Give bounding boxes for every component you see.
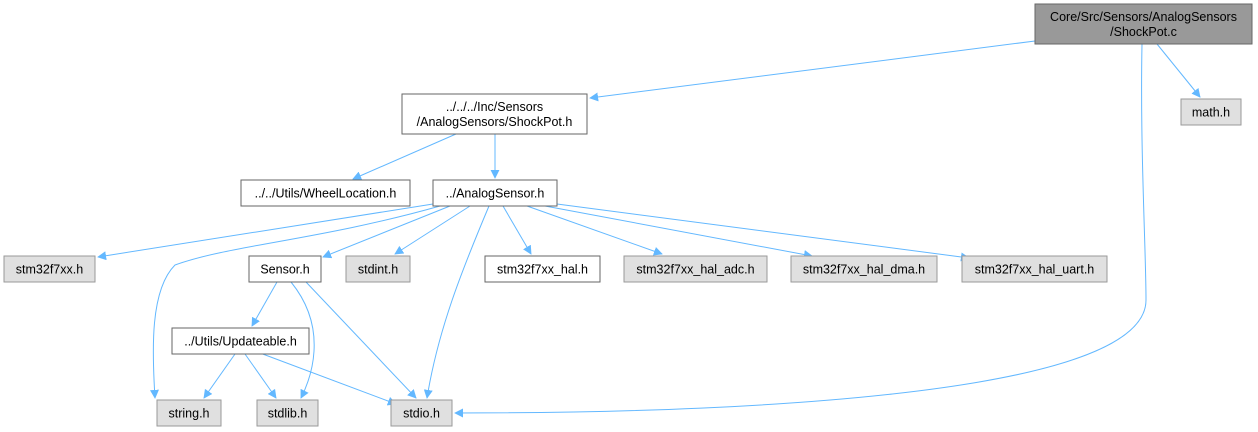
node-shockpot-c[interactable]: Core/Src/Sensors/AnalogSensors/ShockPot.…: [1034, 3, 1253, 45]
node-box: [3, 255, 96, 283]
node-box: [1034, 3, 1253, 45]
edge-analogsensor_h-to-stm32f7xx_hal_adc_h: [526, 205, 663, 256]
node-label: stm32f7xx_hal.h: [497, 263, 588, 277]
node-box: [240, 179, 411, 207]
node-label: stdio.h: [403, 407, 440, 421]
edge-updateable_h-to-stdio_h: [259, 352, 397, 406]
node-stm32f7xx-h: stm32f7xx.h: [3, 255, 96, 283]
node-stdint-h: stdint.h: [345, 255, 411, 283]
node-label: stm32f7xx_hal_uart.h: [975, 263, 1095, 277]
node-box: [1180, 98, 1242, 126]
node-box: [790, 255, 938, 283]
node-box: [345, 255, 411, 283]
node-box: [256, 399, 319, 427]
node-label: ../Utils/Updateable.h: [184, 335, 297, 349]
node-label: math.h: [1192, 106, 1230, 120]
node-box: [248, 255, 322, 283]
node-label: Sensor.h: [260, 263, 309, 277]
node-wheellocation-h[interactable]: ../../Utils/WheelLocation.h: [240, 179, 411, 207]
edge-analogsensor_h-to-stm32f7xx_h: [97, 203, 434, 261]
edge-analogsensor_h-to-sensor_h: [322, 205, 451, 259]
node-box: [171, 327, 310, 355]
node-label: /AnalogSensors/ShockPot.h: [417, 115, 573, 129]
node-box: [623, 255, 768, 283]
edge-analogsensor_h-to-stm32f7xx_hal_uart_h: [556, 203, 970, 262]
edge-shockpot_c-to-shockpot_h: [589, 40, 1036, 102]
node-box: [401, 93, 588, 135]
node-updateable-h[interactable]: ../Utils/Updateable.h: [171, 327, 310, 355]
node-label: /ShockPot.c: [1110, 25, 1177, 39]
node-stm32f7xx-hal-adc-h: stm32f7xx_hal_adc.h: [623, 255, 768, 283]
node-stm32f7xx-hal-uart-h: stm32f7xx_hal_uart.h: [961, 255, 1108, 283]
node-box: [390, 399, 453, 427]
edge-analogsensor_h-to-stdio_h: [423, 205, 490, 399]
nodes-layer: Core/Src/Sensors/AnalogSensors/ShockPot.…: [3, 3, 1253, 427]
edge-updateable_h-to-string_h: [203, 353, 236, 399]
edge-sensor_h-to-updateable_h: [251, 281, 278, 327]
node-box: [432, 179, 558, 207]
edges-layer: [97, 40, 1201, 418]
node-stdlib-h: stdlib.h: [256, 399, 319, 427]
node-stm32f7xx-hal-h[interactable]: stm32f7xx_hal.h: [484, 255, 601, 283]
edge-analogsensor_h-to-stdint_h: [394, 205, 471, 255]
edge-analogsensor_h-to-string_h: [150, 205, 441, 399]
node-stm32f7xx-hal-dma-h: stm32f7xx_hal_dma.h: [790, 255, 938, 283]
edge-shockpot_h-to-wheellocation_h: [352, 133, 457, 180]
node-analogsensor-h[interactable]: ../AnalogSensor.h: [432, 179, 558, 207]
edge-analogsensor_h-to-stm32f7xx_hal_dma_h: [544, 205, 813, 259]
edge-sensor_h-to-stdlib_h: [290, 281, 315, 399]
node-stdio-h: stdio.h: [390, 399, 453, 427]
node-label: stdint.h: [358, 263, 398, 277]
node-label: ../../../Inc/Sensors: [446, 100, 543, 114]
node-label: stm32f7xx_hal_dma.h: [803, 263, 925, 277]
node-shockpot-h[interactable]: ../../../Inc/Sensors/AnalogSensors/Shock…: [401, 93, 588, 135]
node-label: stdlib.h: [268, 407, 308, 421]
edge-shockpot_c-to-math_h: [1156, 43, 1201, 98]
node-label: stm32f7xx_hal_adc.h: [636, 263, 754, 277]
node-math-h: math.h: [1180, 98, 1242, 126]
node-string-h: string.h: [156, 399, 222, 427]
node-label: string.h: [169, 407, 210, 421]
node-sensor-h[interactable]: Sensor.h: [248, 255, 322, 283]
node-box: [484, 255, 601, 283]
node-label: Core/Src/Sensors/AnalogSensors: [1050, 10, 1237, 24]
edge-analogsensor_h-to-stm32f7xx_hal_h: [502, 205, 532, 255]
node-box: [961, 255, 1108, 283]
edge-sensor_h-to-stdio_h: [305, 281, 417, 399]
node-label: ../AnalogSensor.h: [446, 187, 545, 201]
edge-shockpot_c-to-stdio_h: [454, 43, 1147, 418]
node-box: [156, 399, 222, 427]
edge-updateable_h-to-stdlib_h: [244, 353, 277, 399]
node-label: stm32f7xx.h: [16, 263, 83, 277]
node-label: ../../Utils/WheelLocation.h: [255, 187, 397, 201]
